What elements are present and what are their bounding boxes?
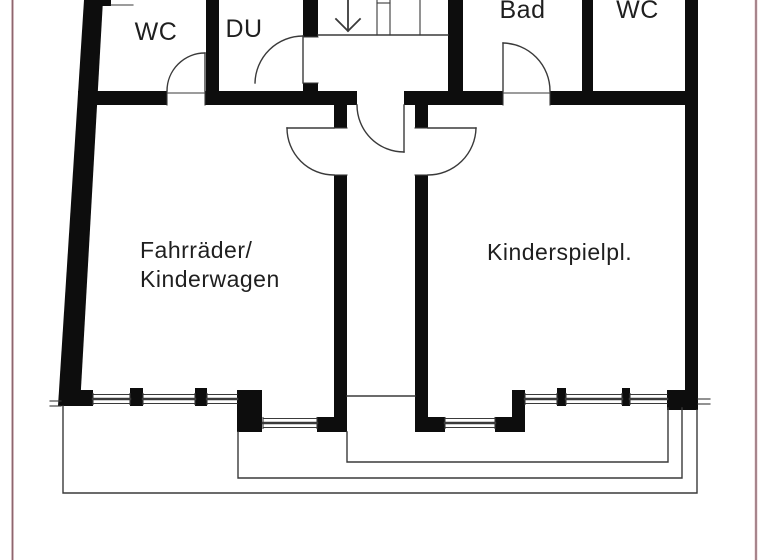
door-bath (502, 42, 551, 106)
room-label-shower: DU (225, 15, 263, 43)
window (205, 392, 239, 406)
door-wc-left (166, 52, 206, 106)
door-shower (254, 35, 319, 84)
corridor-wall-left (334, 105, 347, 128)
wall-du-stairs-upper (303, 0, 318, 37)
room-label-wc-left: WC (134, 18, 178, 46)
wall-stairs-bad (448, 0, 463, 105)
staircase (110, 0, 449, 36)
corridor-wall-right (415, 105, 428, 128)
window (443, 416, 497, 430)
doors-layer (166, 35, 551, 176)
room-label-storage-line1: Fahrräder/ (140, 237, 253, 263)
exterior-wall-right (685, 0, 698, 410)
window (523, 392, 559, 406)
window (91, 392, 132, 406)
windows-layer (49, 392, 711, 430)
room-label-playground: Kinderspielpl. (487, 239, 633, 265)
walls-layer (58, 0, 698, 432)
door-playground-room (414, 127, 477, 176)
room-label-storage: Fahrräder/ Kinderwagen (140, 237, 280, 296)
room-label-bath: Bad (499, 0, 546, 24)
wall-bad-wc (582, 0, 593, 92)
scan-frame-lines (11, 0, 758, 560)
window (564, 392, 624, 406)
exterior-wall-left (58, 0, 103, 406)
wall-tick (49, 398, 711, 407)
entrance-steps (62, 395, 698, 494)
window (261, 416, 319, 430)
door-storage-room (286, 127, 348, 176)
room-label-storage-line2: Kinderwagen (140, 266, 280, 292)
stair-direction-arrow (334, 0, 362, 33)
door-stairs (356, 104, 405, 153)
window (628, 392, 669, 406)
room-label-wc-right: WC (616, 0, 659, 24)
window (141, 392, 197, 406)
wall-wc-du (206, 0, 219, 105)
